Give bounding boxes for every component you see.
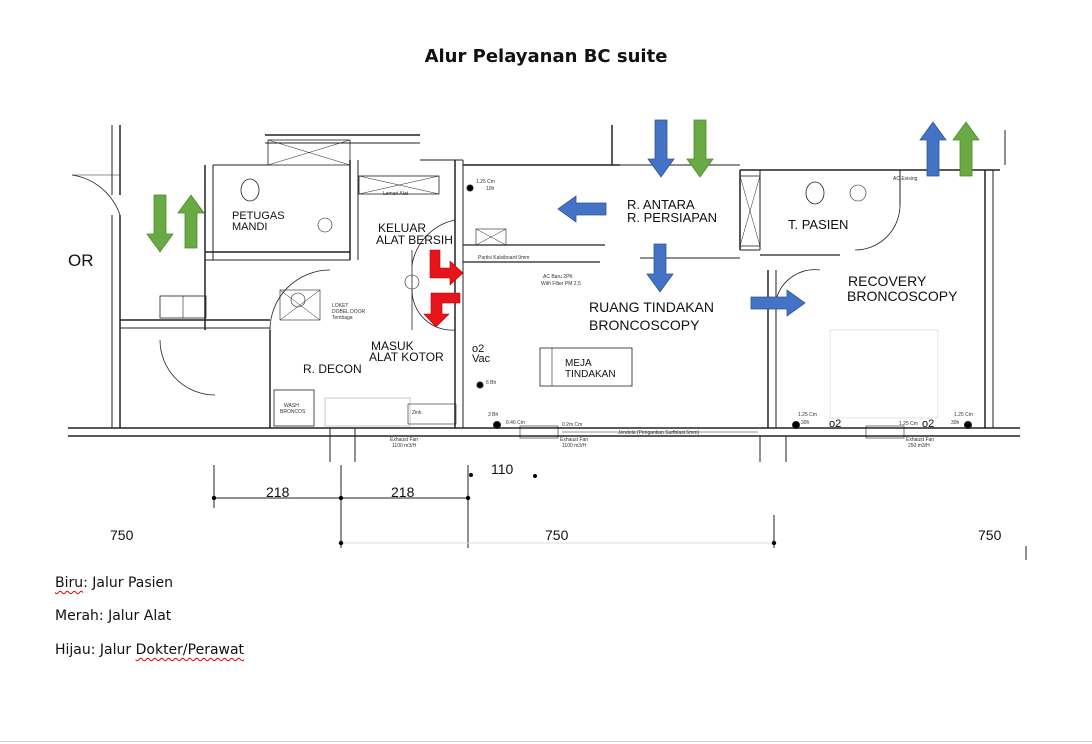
green-arrow-up-left [177, 194, 205, 249]
legend-merah: Merah: Jalur Alat [55, 608, 171, 624]
patient-path-arrows [557, 119, 947, 317]
green-arrow-down-top [686, 119, 714, 178]
note-lemari: Lemari Alat [383, 191, 409, 197]
label-alat-bersih: ALAT BERSIH [376, 233, 453, 247]
note-loket: LOKET [332, 303, 348, 309]
dim-750-b: 750 [545, 527, 569, 543]
note-meter-2: 0.46 Cm [506, 420, 525, 426]
note-ac-baru: AC Baru 2PK [543, 274, 573, 280]
label-masuk: MASUK [371, 339, 414, 353]
note-exhaust-2a: Exhaust Fan [560, 437, 588, 443]
dim-218-a: 218 [266, 484, 290, 500]
note-meter-1: 1.25 Cm [476, 179, 495, 185]
label-ruang-tindakan: RUANG TINDAKAN [589, 299, 714, 315]
page-bottom-rule [0, 741, 1092, 742]
label-broncoscopy-recovery: BRONCOSCOPY [847, 288, 958, 304]
note-meter-4: 1.25 Cm [798, 412, 817, 418]
note-partisi: Partisi Kalsiboard 9mm [478, 255, 529, 261]
note-dobel-door: DOBEL DOOR [332, 309, 366, 315]
note-broncos: BRONCOS [280, 409, 306, 415]
label-r-antara: R. ANTARA [627, 197, 695, 212]
label-o2-b: o2 [922, 418, 934, 430]
note-exhaust-2b: 1100 m3/H [562, 443, 586, 449]
dim-110: 110 [491, 461, 514, 477]
title-text: Alur Pelayanan BC suite [424, 46, 668, 67]
note-bh-5: 30h [951, 420, 960, 426]
label-petugas: PETUGAS [232, 210, 285, 222]
blue-arrow-left-antara [557, 195, 607, 223]
dim-750-c: 750 [978, 527, 1002, 543]
dimension-labels: 218 218 110 750 750 750 [110, 461, 1002, 543]
legend-hijau-value: Dokter/Perawat [135, 642, 245, 658]
note-filter: With Filter PM 2,5 [541, 281, 581, 287]
red-arrow-right [429, 249, 464, 286]
page-title: Alur Pelayanan BC suite [0, 46, 1092, 67]
note-exhaust-1a: Exhaust Fan [390, 437, 418, 443]
dimension-dots [211, 473, 777, 546]
legend-biru-value: : Jalur Pasien [83, 575, 174, 591]
green-arrow-up-right [952, 121, 980, 177]
label-vac: Vac [472, 353, 491, 365]
staff-path-arrows [146, 119, 980, 253]
note-meter-6: 1.25 Cm [954, 412, 973, 418]
blue-arrow-right-recovery [750, 289, 806, 317]
note-meter-3: 0.2m Cm [562, 422, 582, 428]
note-exhaust-3b: 250 m3/H [908, 443, 930, 449]
walls [68, 125, 1020, 462]
label-o2: o2 [472, 343, 484, 355]
legend-hijau-key: Hijau: Jalur [55, 642, 136, 658]
note-jendela: Jendela (Pengantian Surfblast 5mm) [618, 430, 699, 436]
legend-biru-key: Biru [55, 575, 84, 591]
label-broncoscopy-tindakan: BRONCOSCOPY [589, 317, 700, 333]
label-r-decon: R. DECON [303, 362, 362, 376]
label-o2-a: o2 [829, 418, 841, 430]
note-ac-exising: AC Exising [893, 176, 918, 182]
label-or: OR [68, 251, 94, 270]
note-wash: WASH [284, 403, 299, 409]
note-exhaust-3a: Exhaust Fan [906, 437, 934, 443]
label-t-pasien: T. PASIEN [788, 217, 848, 232]
room-labels: OR PETUGAS MANDI KELUAR ALAT BERSIH R. A… [68, 197, 958, 430]
label-r-persiapan: R. PERSIAPAN [627, 210, 717, 225]
label-alat-kotor: ALAT KOTOR [369, 350, 444, 364]
dim-218-b: 218 [391, 484, 415, 500]
blue-arrow-down-tindakan [646, 243, 674, 293]
blue-arrow-up-right [919, 121, 947, 177]
note-exhaust-1b: 1100 m3/H [392, 443, 416, 449]
dim-750-a: 750 [110, 527, 134, 543]
note-bh-2: 6 Bh [486, 380, 497, 386]
label-tindakan-meja: TINDAKAN [565, 369, 616, 380]
small-annotations: Lemari Alat LOKET DOBEL DOOR Tembaga WAS… [280, 176, 973, 449]
label-recovery: RECOVERY [848, 273, 927, 289]
note-meter-5: 1.25 Cm [899, 421, 918, 427]
label-meja: MEJA [565, 358, 592, 369]
note-tembaga: Tembaga [332, 315, 353, 321]
label-mandi: MANDI [232, 221, 267, 233]
red-arrow-down [423, 292, 461, 328]
blue-arrow-down-top [647, 119, 675, 178]
note-bh-3: 10h [486, 186, 495, 192]
note-bh-4: 30h [801, 420, 810, 426]
legend-hijau: Hijau: Jalur Dokter/Perawat [55, 642, 244, 658]
label-keluar: KELUAR [378, 221, 426, 235]
legend-biru: Biru: Jalur Pasien [55, 575, 173, 591]
green-arrow-down-left [146, 194, 174, 253]
equipment-path-arrows [423, 249, 464, 328]
note-bh-1: 3 Bh [488, 412, 499, 418]
legend-merah-text: Merah: Jalur Alat [55, 608, 172, 624]
note-zink: Zink [412, 410, 422, 416]
dimension-lines [213, 465, 1027, 560]
